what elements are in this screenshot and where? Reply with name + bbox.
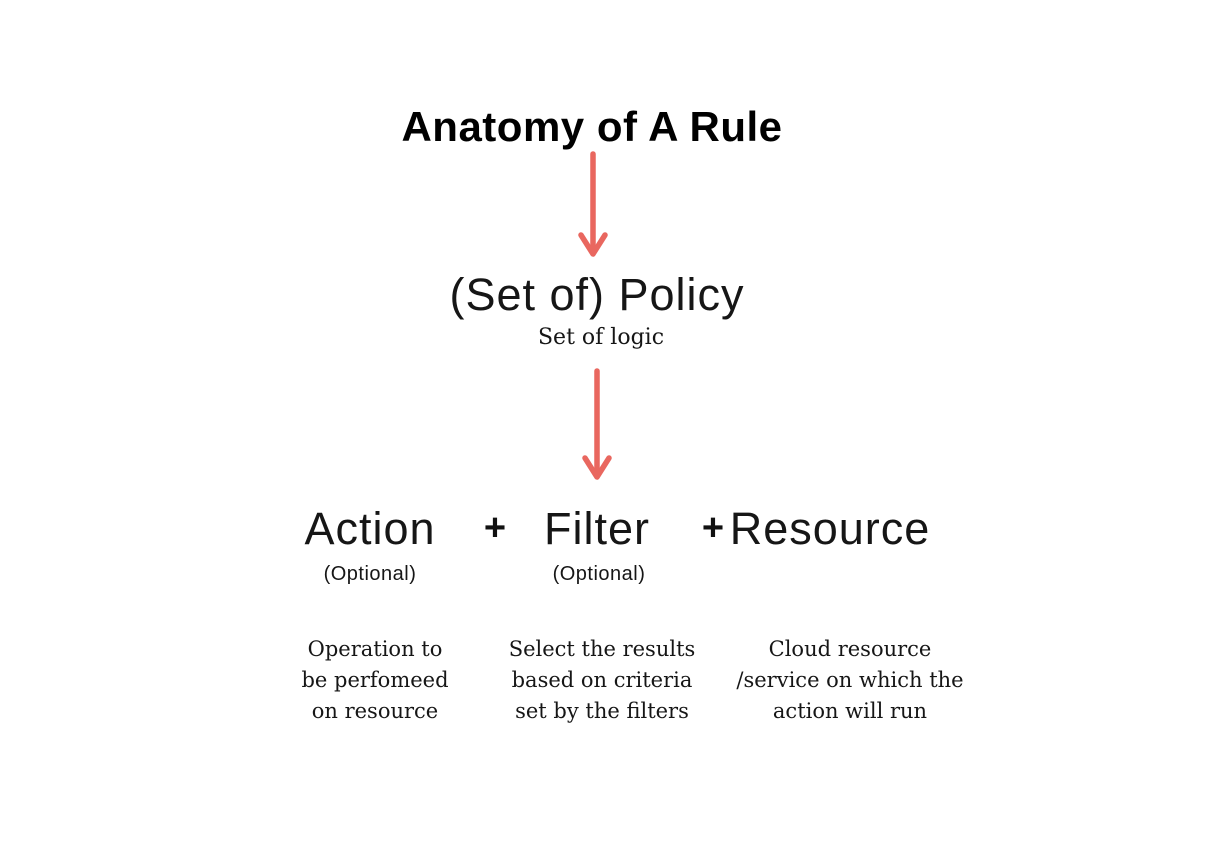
component-label-filter: Filter bbox=[544, 503, 650, 554]
arrow-head bbox=[582, 455, 612, 480]
component-label-action: Action bbox=[304, 503, 436, 554]
optional-label-filter: (Optional) bbox=[552, 563, 646, 585]
arrow-head bbox=[578, 232, 608, 257]
description-action: Operation to be perfomeed on resource bbox=[301, 637, 449, 723]
down-arrow-icon bbox=[582, 368, 612, 480]
policy-subheading: Set of logic bbox=[537, 325, 665, 350]
down-arrow-stroke-group bbox=[578, 151, 608, 257]
optional-label-action: (Optional) bbox=[323, 563, 417, 585]
policy-heading: (Set of) Policy bbox=[449, 269, 745, 320]
plus-sign: + bbox=[701, 507, 725, 549]
diagram-title: Anatomy of A Rule bbox=[401, 103, 783, 150]
down-arrow-icon bbox=[578, 151, 608, 257]
component-label-resource: Resource bbox=[729, 503, 931, 554]
description-resource: Cloud resource /service on which the act… bbox=[736, 637, 964, 723]
description-filter: Select the results based on criteria set… bbox=[508, 637, 696, 723]
plus-sign: + bbox=[483, 507, 507, 549]
down-arrow-stroke-group bbox=[582, 368, 612, 480]
